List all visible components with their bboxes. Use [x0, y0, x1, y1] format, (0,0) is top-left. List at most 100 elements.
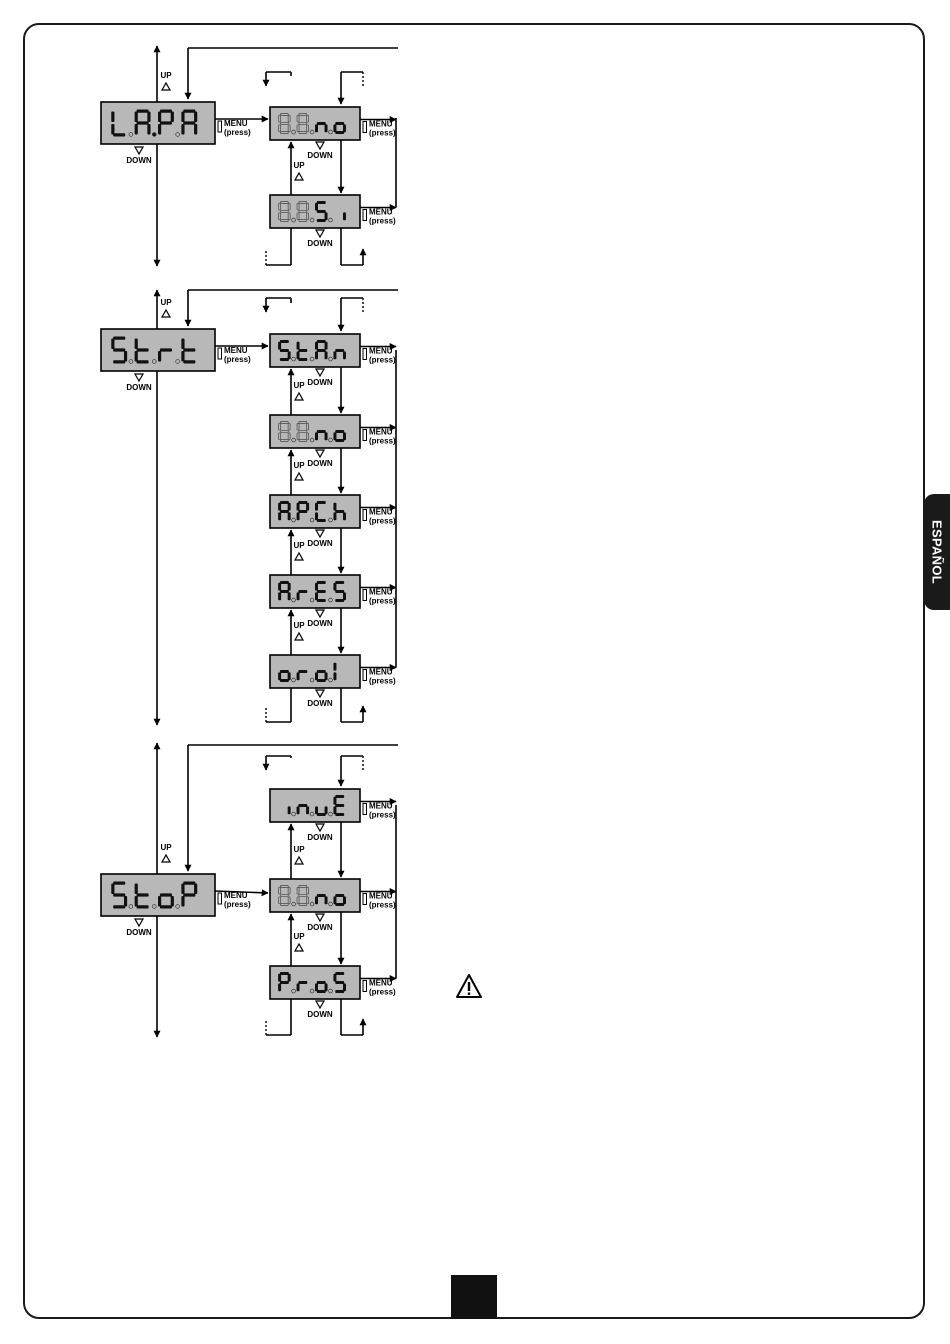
display-segment	[159, 109, 172, 113]
menu-label: MENU	[224, 891, 248, 900]
display-segment	[159, 348, 172, 352]
menu-label: MENU	[369, 588, 393, 597]
decimal-point	[328, 677, 333, 683]
decimal-point	[291, 217, 296, 223]
display-segment-off	[298, 439, 308, 442]
down-label: DOWN	[307, 151, 333, 160]
display-segment-off	[296, 422, 300, 431]
display-segment-off	[298, 122, 308, 125]
display-segment	[324, 672, 328, 681]
up-arrow-icon	[293, 171, 305, 181]
display-segment	[335, 794, 345, 798]
decimal-point	[175, 132, 180, 137]
display-segment	[278, 672, 282, 681]
display-segment	[287, 973, 291, 982]
display-segment-off	[298, 894, 308, 897]
display-segment-off	[298, 903, 308, 906]
display-segment	[181, 883, 185, 895]
up-label: UP	[293, 621, 305, 630]
decimal-point	[175, 904, 180, 909]
up-arrow-icon	[293, 471, 305, 481]
display-segment	[316, 990, 326, 994]
menu-label: MENU	[369, 428, 393, 437]
display-segment	[111, 883, 115, 895]
display-segment	[113, 133, 126, 137]
menu-button-icon	[362, 348, 367, 360]
display-segment	[181, 338, 185, 350]
language-tab[interactable]: ESPAÑOL	[924, 494, 950, 610]
display-segment	[315, 351, 318, 360]
display-segment	[181, 111, 185, 123]
menu-label: MENU	[369, 347, 393, 356]
display-segment	[113, 336, 126, 340]
display-segment	[335, 990, 345, 994]
down-arrow-icon	[314, 609, 326, 619]
display-segment	[296, 592, 300, 601]
display-segment	[335, 903, 345, 907]
display-segment	[279, 590, 289, 593]
display-segment	[296, 502, 300, 511]
display-segment-off	[279, 903, 289, 906]
decimal-point	[152, 359, 157, 364]
display-segment-off	[278, 432, 282, 441]
display-segment	[136, 360, 149, 364]
down-label: DOWN	[307, 833, 333, 842]
display-segment-off	[298, 421, 308, 424]
display-segment	[136, 905, 149, 909]
display-segment	[335, 122, 345, 125]
decimal-point	[291, 901, 296, 907]
display-segment	[324, 212, 328, 221]
display-segment	[335, 971, 345, 975]
warning-triangle-icon	[456, 974, 482, 998]
display-segment-off	[279, 201, 289, 204]
display-segment	[278, 973, 282, 982]
decimal-point	[128, 132, 134, 137]
down-label: DOWN	[307, 1010, 333, 1019]
press-label: (press)	[369, 988, 396, 997]
display-segment	[333, 432, 337, 441]
down-label: DOWN	[126, 928, 152, 937]
down-label: DOWN	[307, 923, 333, 932]
display-segment	[278, 341, 282, 350]
up-arrow-icon	[293, 551, 305, 561]
down-arrow-icon	[314, 823, 326, 833]
display-segment	[316, 590, 326, 593]
display-segment	[335, 439, 345, 443]
display-segment	[279, 670, 289, 673]
display-segment	[333, 582, 337, 591]
display-segment	[181, 123, 185, 135]
display-segment-off	[279, 210, 289, 213]
menu-label: MENU	[369, 802, 393, 811]
display-segment	[287, 351, 291, 360]
page-number-block	[451, 1275, 497, 1319]
display-strt-option-3: ArES	[269, 574, 361, 609]
down-label: DOWN	[126, 383, 152, 392]
display-segment	[324, 351, 328, 360]
display-segment	[333, 502, 337, 511]
down-arrow-icon	[133, 373, 145, 383]
decimal-point	[291, 356, 296, 362]
display-segment	[315, 512, 318, 521]
display-segment	[324, 432, 328, 441]
decimal-point	[328, 437, 333, 443]
display-segment-off	[278, 212, 282, 221]
display-segment	[287, 806, 291, 815]
display-segment	[159, 893, 172, 897]
display-segment	[335, 580, 345, 584]
display-segment	[287, 672, 291, 681]
display-segment	[315, 672, 318, 681]
display-segment-off	[296, 202, 300, 211]
up-label: UP	[293, 541, 305, 550]
up-label: UP	[160, 843, 172, 852]
menu-label: MENU	[369, 508, 393, 517]
display-segment	[296, 341, 300, 350]
display-segment-off	[279, 894, 289, 897]
display-stop-main: StoP	[100, 873, 216, 917]
menu-button-icon	[362, 803, 367, 815]
press-label: (press)	[369, 129, 396, 138]
menu-button-icon	[362, 589, 367, 601]
display-segment	[316, 981, 326, 984]
display-segment	[342, 212, 346, 221]
display-segment-off	[306, 896, 309, 905]
display-segment-off	[287, 202, 291, 211]
